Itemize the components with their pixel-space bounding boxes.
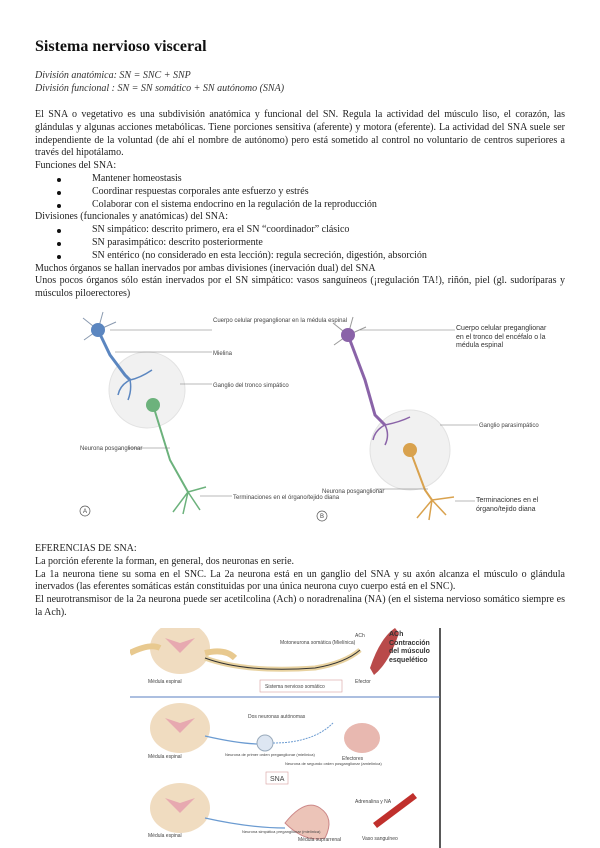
preganglionic-axon xyxy=(96,329,132,382)
postganglionic-soma xyxy=(403,443,417,457)
funciones-heading: Funciones del SNA: xyxy=(35,160,117,172)
list-item: Mantener homeostasis xyxy=(35,173,565,186)
intro-paragraph: El SNA o vegetativo es una subdivisión a… xyxy=(35,109,565,159)
division-anatomica: División anatómica: SN = SNC + SNP xyxy=(35,70,191,81)
postganglionic-axon xyxy=(409,449,433,501)
autonomic-row: Médula espinal Dos neuronas autónomas Ne… xyxy=(148,703,382,785)
label: Médula espinal xyxy=(148,679,182,685)
label-neurona-b: Neurona posganglionar xyxy=(322,489,384,495)
page-title: Sistema nervioso visceral xyxy=(35,38,207,55)
label: Efector xyxy=(355,679,371,685)
muscle xyxy=(370,628,399,675)
list-item: Colaborar con el sistema endocrino en la… xyxy=(35,199,565,212)
label: Neurona de segundo orden posganglionar (… xyxy=(285,761,382,766)
eferencias-section: EFERENCIAS DE SNA: La porción eferente l… xyxy=(35,543,565,620)
label: ACh xyxy=(355,633,365,639)
panel-a: Cuerpo celular preganglionar en la médul… xyxy=(79,311,347,517)
label: Dos neuronas autónomas xyxy=(248,714,306,720)
label-cuerpo-b: Cuerpo celular preganglionar en el tronc… xyxy=(456,325,547,349)
label-ganglio-a: Ganglio del tronco simpático xyxy=(213,383,289,389)
label: Médula suprarrenal xyxy=(298,837,341,843)
list-item: SN simpático: descrito primero, era el S… xyxy=(35,224,565,237)
postganglionic-soma xyxy=(146,398,160,412)
label-terminaciones-a: Terminaciones en el órgano/tejido diana xyxy=(233,495,340,501)
label-mielina: Mielina xyxy=(213,351,233,357)
label-ganglio-b: Ganglio parasimpático xyxy=(479,423,539,429)
label-cuerpo-a: Cuerpo celular preganglionar en la médul… xyxy=(213,318,347,324)
eferencias-heading: EFERENCIAS DE SNA: xyxy=(35,543,137,554)
neuron-figure: Cuerpo celular preganglionar en la médul… xyxy=(79,311,539,522)
label-terminaciones-b: Terminaciones en el órgano/tejido diana xyxy=(476,497,539,513)
label-neurona-a: Neurona posganglionar xyxy=(80,446,142,452)
dual-text: Muchos órganos se hallan inervados por a… xyxy=(35,262,376,274)
label: Efectores xyxy=(342,756,364,762)
label: Adrenalina y NA xyxy=(355,799,392,805)
funciones-list: Mantener homeostasis Coordinar respuesta… xyxy=(35,173,565,211)
divisiones-list: SN simpático: descrito primero, era el S… xyxy=(35,224,565,262)
label: Sistema nervioso somático xyxy=(265,684,325,690)
label: Médula espinal xyxy=(148,833,182,839)
panel-a-marker: A xyxy=(83,509,87,515)
label: SNA xyxy=(270,776,285,783)
postganglionic-axon xyxy=(152,404,189,493)
adrenal-row: Médula espinal Neurona simpática pregang… xyxy=(148,783,417,843)
somatic-row: Médula espinal Motoneurona somática (Mie… xyxy=(130,628,399,693)
panel-b: Ganglio parasimpático Neurona posganglio… xyxy=(316,316,539,522)
label-contraccion: ACh Contracción del músculo esquelético xyxy=(389,631,430,664)
list-item: SN parasimpático: descrito posteriorment… xyxy=(35,237,565,250)
blood-vessel xyxy=(373,793,417,828)
preganglionic-soma xyxy=(341,328,355,342)
eferencias-line: El neurotransmisor de la 2a neurona pued… xyxy=(35,594,565,618)
simpatico-text: Unos pocos órganos sólo están inervados … xyxy=(35,275,565,300)
label: Neurona de primer orden preganglionar (m… xyxy=(225,752,315,757)
preganglionic-axon xyxy=(346,334,387,427)
list-item: Coordinar respuestas corporales ante esf… xyxy=(35,186,565,199)
efferent-figure: Médula espinal Motoneurona somática (Mie… xyxy=(130,628,441,848)
preganglionic-soma xyxy=(91,323,105,337)
division-funcional: División funcional : SN = SN somático + … xyxy=(35,83,285,94)
divisiones-heading: Divisiones (funcionales y anatómicas) de… xyxy=(35,211,229,223)
label: Neurona simpática preganglionar (mielíni… xyxy=(242,829,321,834)
body-section: El SNA o vegetativo es una subdivisión a… xyxy=(35,109,565,301)
panel-b-marker: B xyxy=(320,514,324,520)
label: Motoneurona somática (Mielínica) xyxy=(280,640,356,646)
list-item: SN entérico (no considerado en esta lecc… xyxy=(35,250,565,263)
label: Médula espinal xyxy=(148,754,182,760)
label: Vaso sanguíneo xyxy=(362,836,398,842)
eferencias-line: La 1a neurona tiene su soma en el SNC. L… xyxy=(35,568,565,593)
eferencias-line: La porción eferente la forman, en genera… xyxy=(35,555,295,567)
